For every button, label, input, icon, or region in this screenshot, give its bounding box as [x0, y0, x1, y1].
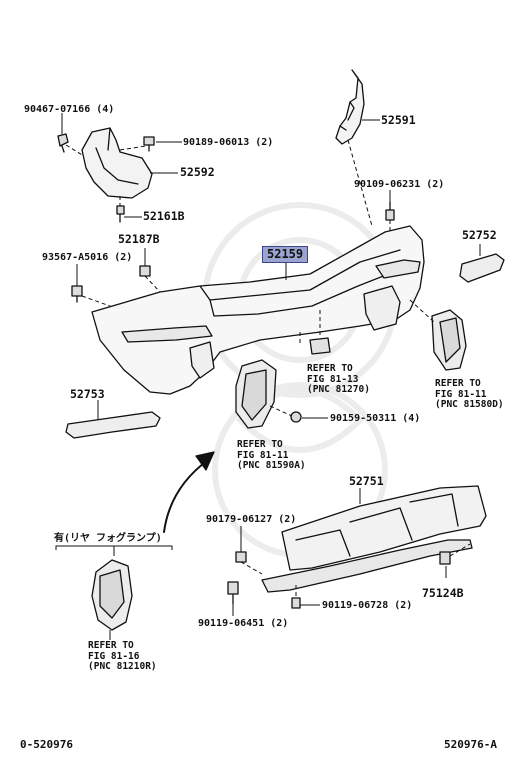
refer-line: (PNC 81590A) — [237, 460, 306, 471]
refer-line: REFER TO — [435, 378, 481, 389]
label-52161B: 52161B — [143, 209, 185, 223]
diffuser-52751 — [261, 485, 487, 593]
label-90179: 90179-06127 (2) — [206, 514, 297, 525]
label-52752: 52752 — [462, 228, 497, 242]
refer-line: (PNC 81210R) — [88, 661, 157, 672]
refer-line: REFER TO — [307, 363, 353, 374]
label-52592: 52592 — [180, 165, 215, 179]
label-93567: 93567-A5016 (2) — [42, 252, 133, 263]
footer-right-code: 520976-A — [444, 738, 497, 751]
refer-line: REFER TO — [88, 640, 134, 651]
refer-81590A: REFER TO FIG 81-11 (PNC 81590A) — [237, 439, 306, 472]
bumper-cover-52159 — [91, 225, 425, 395]
refer-81580D: REFER TO FIG 81-11 (PNC 81580D) — [435, 378, 504, 411]
label-52751: 52751 — [349, 474, 384, 488]
label-75124B: 75124B — [422, 586, 464, 600]
fastener-90159 — [290, 411, 302, 423]
refer-line: (PNC 81270) — [307, 384, 370, 395]
refer-line: (PNC 81580D) — [435, 399, 504, 410]
bracket-52591 — [335, 69, 365, 145]
footer-left-code: 0-520976 — [20, 738, 73, 751]
reflector-81580D — [431, 309, 467, 371]
label-fog-lamp-note: 有(リヤ フォグランプ) — [54, 533, 162, 544]
label-90119-06728: 90119-06728 (2) — [322, 600, 413, 611]
fastener-52187B — [139, 265, 151, 277]
reflector-81590A — [235, 359, 277, 429]
label-90159: 90159-50311 (4) — [330, 413, 421, 424]
fastener-75124B — [439, 551, 451, 565]
label-90109: 90109-06231 (2) — [354, 179, 445, 190]
refer-line: FIG 81-13 — [307, 373, 359, 385]
refer-line: REFER TO — [237, 439, 283, 450]
fastener-90119b — [227, 581, 239, 605]
label-52187B: 52187B — [118, 232, 160, 246]
molding-52753 — [65, 411, 161, 439]
label-52753: 52753 — [70, 387, 105, 401]
fastener-90119a — [291, 597, 301, 609]
fastener-90109 — [385, 201, 395, 221]
molding-52752 — [459, 253, 505, 283]
fastener-52161B — [116, 205, 125, 223]
refer-line: FIG 81-11 — [237, 449, 289, 461]
leader-lines — [55, 113, 481, 640]
label-52159-highlighted: 52159 — [262, 246, 309, 263]
label-52591: 52591 — [381, 113, 416, 127]
label-90119-06451: 90119-06451 (2) — [198, 618, 289, 629]
direction-arrow — [163, 451, 215, 533]
fastener-90189 — [143, 136, 155, 152]
fastener-93567 — [71, 285, 83, 303]
refer-81210R: REFER TO FIG 81-16 (PNC 81210R) — [88, 640, 157, 673]
label-90467: 90467-07166 (4) — [24, 104, 115, 115]
refer-81270: REFER TO FIG 81-13 (PNC 81270) — [307, 363, 370, 396]
label-90189: 90189-06013 (2) — [183, 137, 274, 148]
refer-line: FIG 81-16 — [88, 650, 140, 662]
fastener-90179 — [235, 551, 247, 563]
rear-fog-lamp — [91, 559, 133, 631]
refer-line: FIG 81-11 — [435, 388, 487, 400]
fastener-90467 — [57, 133, 69, 153]
bracket-52592 — [81, 127, 153, 199]
